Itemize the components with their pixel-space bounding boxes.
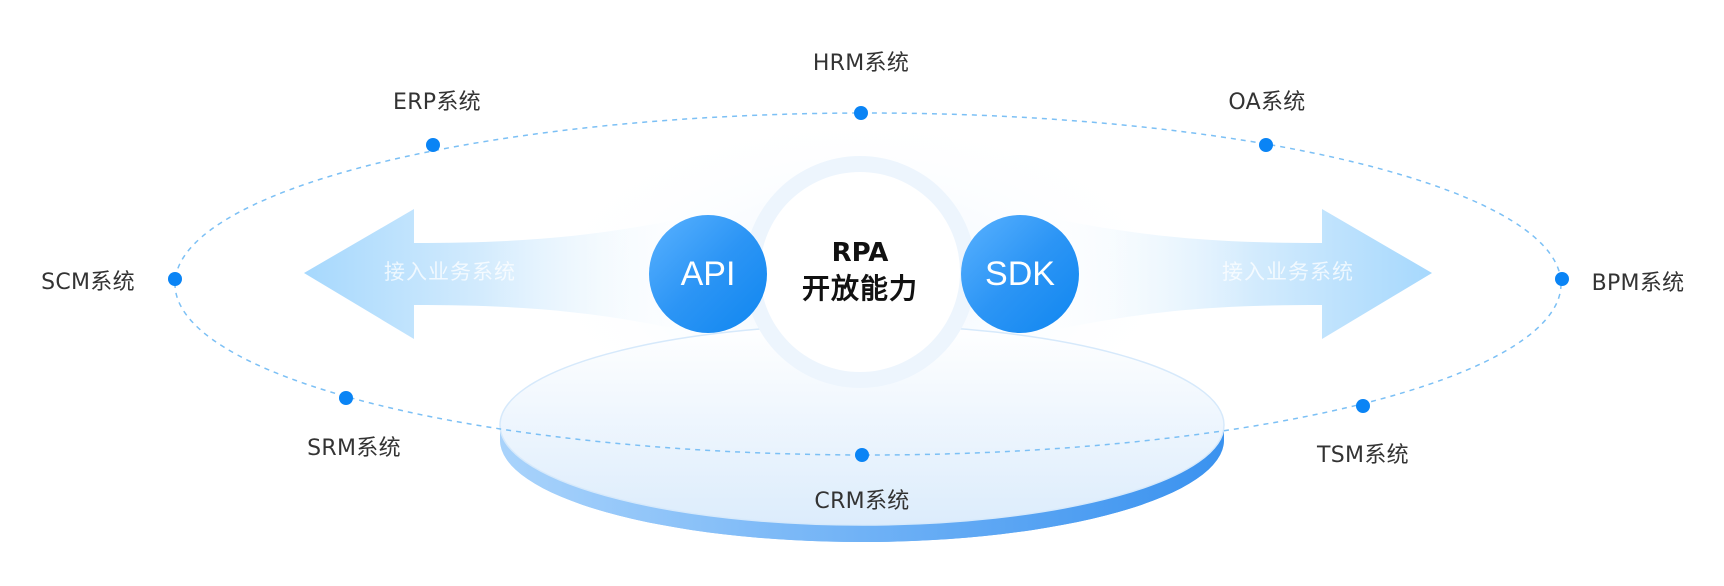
node-dot-bpm xyxy=(1555,272,1569,286)
platform-disc xyxy=(499,324,1225,542)
system-label-tsm: TSM系统 xyxy=(1317,443,1409,468)
system-label-scm: SCM系统 xyxy=(41,270,135,295)
arrow-right-shape xyxy=(1036,209,1432,339)
node-dot-erp xyxy=(426,138,440,152)
node-dot-hrm xyxy=(854,106,868,120)
arrow-left-shape xyxy=(304,209,700,339)
node-dot-scm xyxy=(168,272,182,286)
system-label-erp: ERP系统 xyxy=(393,90,481,115)
system-label-srm: SRM系统 xyxy=(307,436,401,461)
node-dot-srm xyxy=(339,391,353,405)
arrow-left-label: 接入业务系统 xyxy=(384,260,516,284)
sdk-label: SDK xyxy=(985,254,1055,293)
system-label-oa: OA系统 xyxy=(1228,90,1306,115)
node-dot-crm xyxy=(855,448,869,462)
api-label: API xyxy=(680,254,736,293)
core-subtitle: 开放能力 xyxy=(801,272,918,305)
api-badge: API xyxy=(649,215,767,333)
arrow-right-label: 接入业务系统 xyxy=(1222,260,1354,284)
system-label-crm: CRM系统 xyxy=(814,489,910,514)
node-dot-oa xyxy=(1259,138,1273,152)
node-dot-tsm xyxy=(1356,399,1370,413)
system-label-bpm: BPM系统 xyxy=(1591,271,1685,296)
sdk-badge: SDK xyxy=(961,215,1079,333)
system-label-hrm: HRM系统 xyxy=(812,51,910,76)
rpa-core-circle: RPA 开放能力 xyxy=(760,172,960,372)
core-title: RPA xyxy=(831,238,889,268)
